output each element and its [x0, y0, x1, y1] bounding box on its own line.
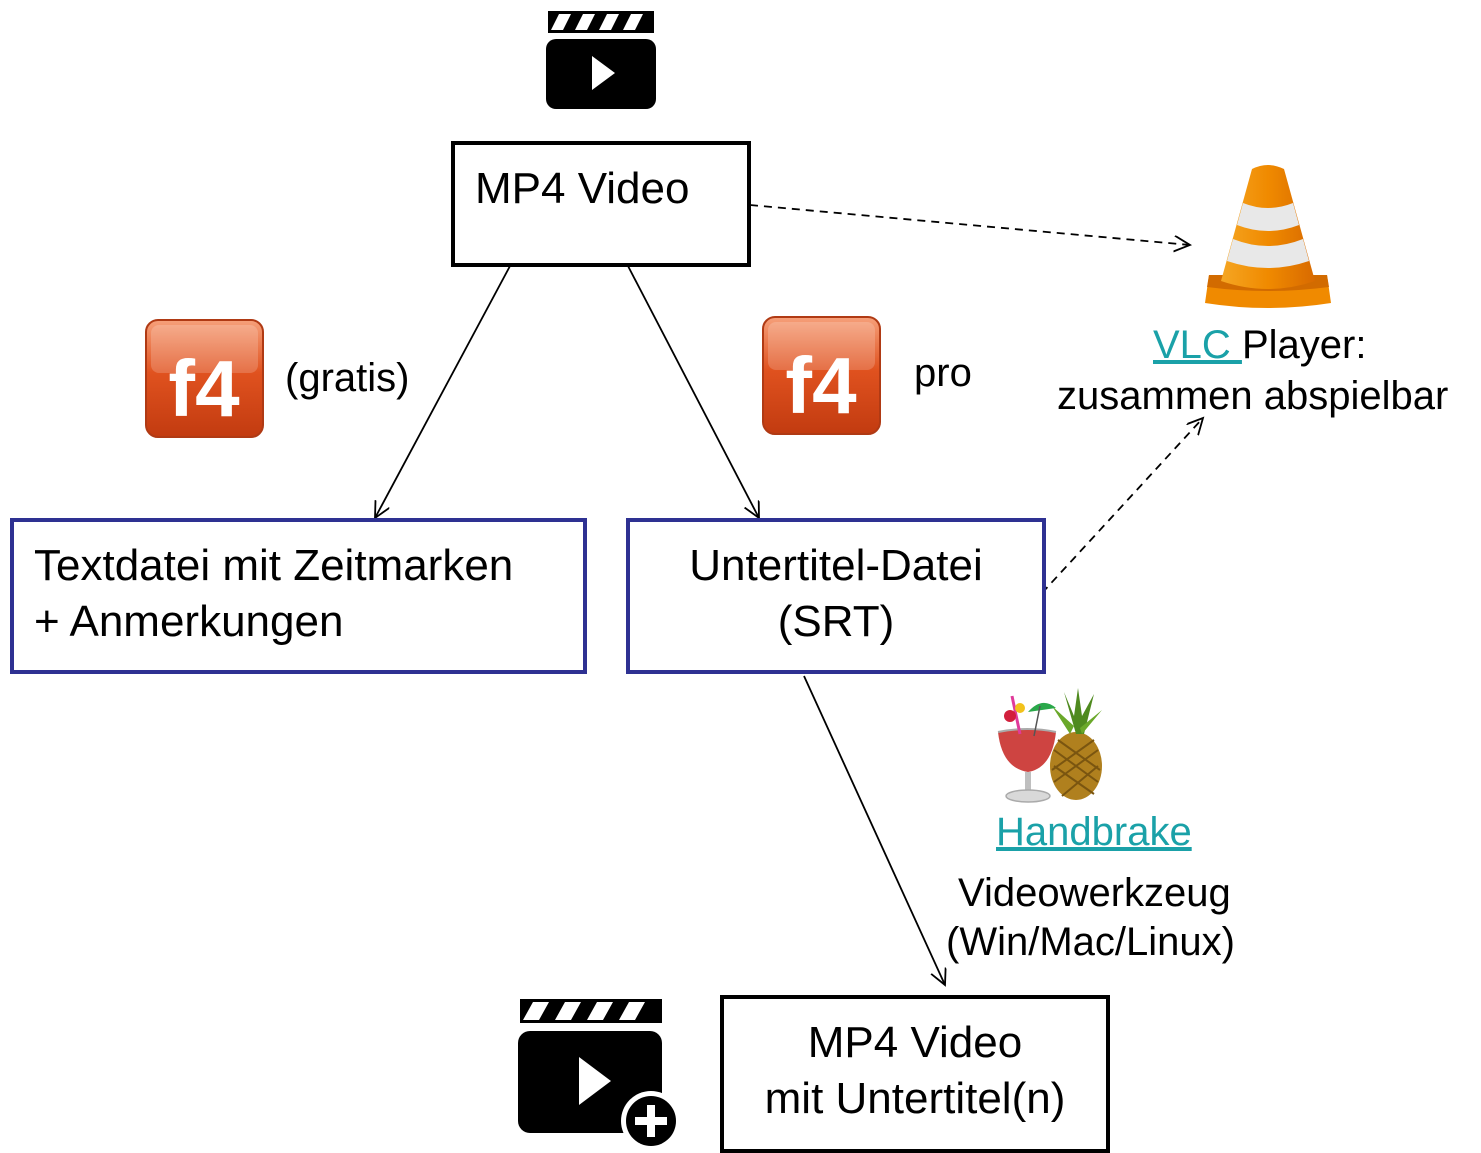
mp4-video-result-box: MP4 Video mit Untertitel(n): [720, 995, 1110, 1153]
mp4-video-result-line2: mit Untertitel(n): [764, 1074, 1066, 1123]
mp4-video-source-label: MP4 Video: [475, 164, 690, 213]
f4-logo-icon: f4: [145, 319, 264, 438]
vlc-description: zusammen abspielbar: [1057, 374, 1449, 418]
subtitle-file-line1: Untertitel-Datei: [689, 541, 983, 590]
vlc-player-line: VLC Player:: [1153, 321, 1366, 369]
handbrake-logo-icon: [997, 688, 1102, 803]
edge-mp4-to-textfile: [375, 265, 511, 518]
edge-mp4-to-subtitle: [627, 265, 759, 518]
mp4-video-result-line1: MP4 Video: [807, 1018, 1023, 1067]
f4-logo-letters: f4: [168, 344, 240, 433]
vlc-player-text: Player:: [1241, 323, 1367, 367]
f4-pro-logo-letters: f4: [785, 341, 857, 430]
edge-mp4-to-vlc: [749, 204, 1190, 245]
subtitle-file-box: Untertitel-Datei (SRT): [626, 518, 1046, 674]
video-clapperboard-icon: [546, 11, 656, 109]
handbrake-link[interactable]: Handbrake: [996, 810, 1192, 854]
textfile-line2: + Anmerkungen: [34, 597, 344, 646]
subtitle-file-line2: (SRT): [777, 597, 895, 646]
vlc-cone-icon: [1205, 165, 1331, 308]
gratis-label: (gratis): [285, 356, 410, 400]
handbrake-line2: (Win/Mac/Linux): [946, 920, 1235, 964]
handbrake-line1: Videowerkzeug: [958, 871, 1231, 915]
video-add-icon: [518, 999, 681, 1149]
textfile-box: Textdatei mit Zeitmarken + Anmerkungen: [10, 518, 587, 674]
vlc-link[interactable]: VLC: [1153, 323, 1242, 367]
f4-pro-logo-icon: f4: [762, 316, 881, 435]
pro-label: pro: [914, 351, 972, 395]
textfile-line1: Textdatei mit Zeitmarken: [34, 541, 514, 590]
edge-subtitle-to-vlc: [1041, 418, 1203, 594]
edge-subtitle-to-result: [803, 675, 945, 985]
mp4-video-source-box: MP4 Video: [451, 141, 751, 267]
